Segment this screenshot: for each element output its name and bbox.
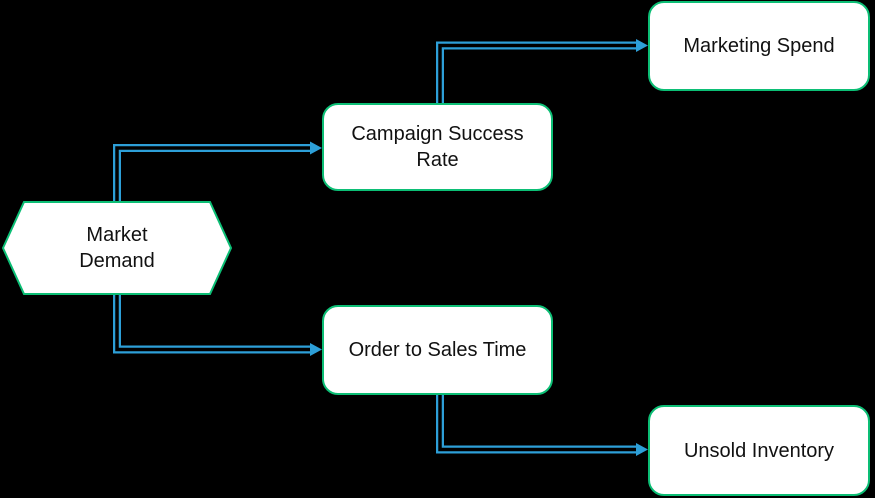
edge-market-demand-to-campaign-success-rate: [113, 141, 322, 202]
node-label-order-to-sales-time: Order to Sales Time: [348, 339, 527, 361]
edge-campaign-success-rate-to-marketing-spend: [436, 39, 648, 104]
edge-order-to-sales-time-to-unsold-inventory: [436, 394, 648, 456]
arrowhead-icon: [636, 443, 648, 456]
arrowhead-icon: [310, 141, 322, 155]
node-label-unsold-inventory: Unsold Inventory: [683, 439, 835, 462]
hexagon-shape: [2, 201, 232, 295]
edge-market-demand-to-order-to-sales-time: [113, 293, 322, 356]
node-label-marketing-spend: Marketing Spend: [683, 35, 835, 57]
node-unsold-inventory: Unsold Inventory: [648, 405, 870, 496]
node-order-to-sales-time: Order to Sales Time: [322, 305, 553, 395]
node-marketing-spend: Marketing Spend: [648, 1, 870, 91]
arrowhead-icon: [310, 343, 322, 356]
node-campaign-success-rate: Campaign Success Rate: [322, 103, 553, 191]
node-label-campaign-success-rate: Campaign Success Rate: [351, 123, 524, 171]
node-market-demand: Market Demand: [2, 201, 232, 295]
node-label-market-demand: Market Demand: [79, 224, 155, 272]
arrowhead-icon: [636, 39, 648, 52]
